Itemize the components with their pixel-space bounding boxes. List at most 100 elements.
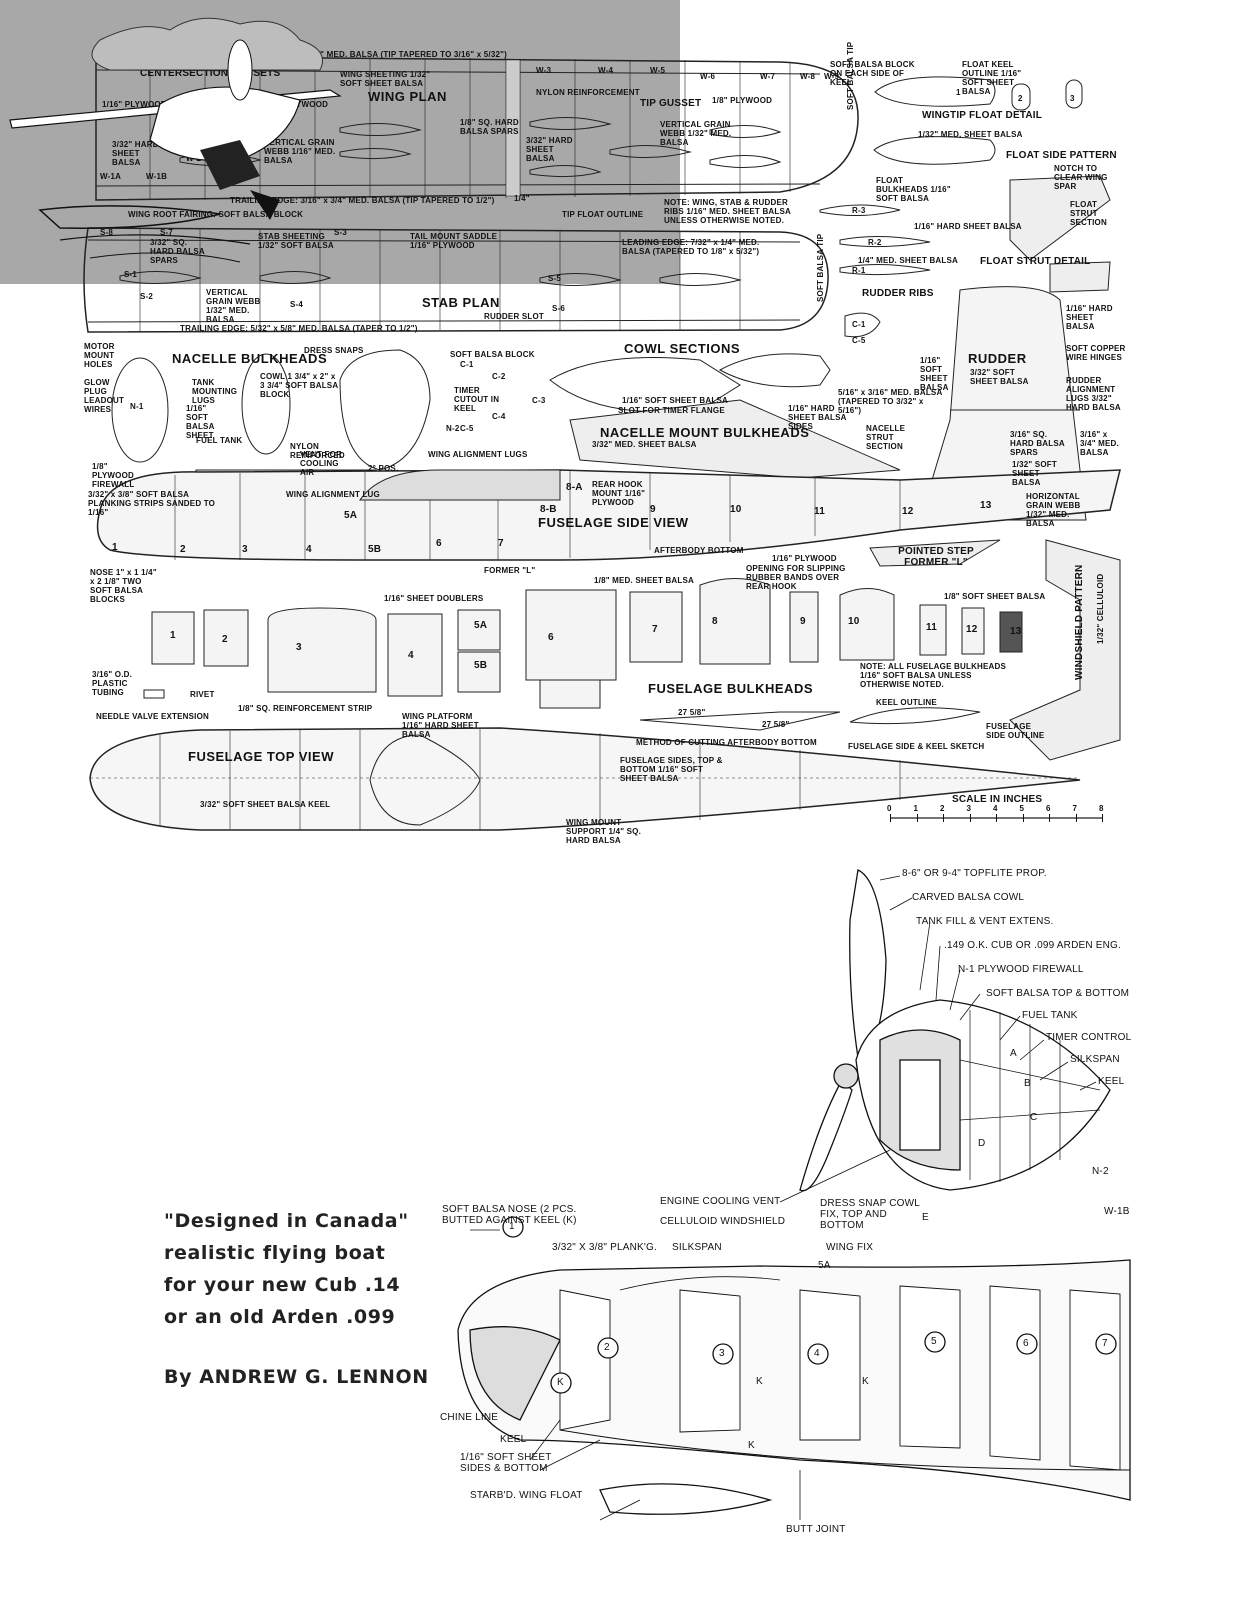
doublers-label: 1/16" SHEET DOUBLERS [384,594,484,603]
tank-lugs-label: TANK MOUNTING LUGS [192,378,238,405]
cowl-soft-sheet-label: 1/16" SOFT SHEET BALSA [622,396,728,405]
side-num-11: 10 [730,504,742,515]
timer-slot-label: SLOT FOR TIMER FLANGE [618,406,725,415]
side-num-4: 5A [344,510,358,521]
wing-leading-edge-label: LEADING EDGE: 5/16" x 1/4" MED. BALSA (T… [210,50,507,59]
wing-alignment-lugs-label: WING ALIGNMENT LUGS [428,450,528,459]
rudder-ribs-title: RUDDER RIBS [862,288,934,299]
scale-tick [916,814,918,822]
needle-valve-label: NEEDLE VALVE EXTENSION [96,712,210,721]
float-num-3: 3 [1070,94,1075,103]
stab-sheeting-label: STAB SHEETING 1/32" SOFT BALSA [258,232,334,250]
tip-gusset-label: TIP GUSSET [640,98,702,109]
rudder-spar-label: 5/16" x 3/16" MED. BALSA (TAPERED TO 3/3… [838,388,943,415]
cutaway-callout: 1/16" SOFT SHEET SIDES & BOTTOM [460,1452,552,1474]
stab-plan-outline [83,227,829,333]
cowl-c-0: C-1 [460,360,474,369]
dim-a-label: 27 5/8" [678,708,706,717]
cutaway-letter: C [1030,1112,1038,1123]
rear-hook-label: REAR HOOK MOUNT 1/16" PLYWOOD [592,480,646,507]
side-num-2: 3 [242,544,248,555]
bulkhead-num-10: 10 [848,616,860,627]
scale-tick [1022,814,1024,822]
rudder-sheet2-label: 1/32" SOFT SHEET BALSA [1012,460,1057,487]
wing-rib-6: W-7 [760,72,776,81]
float-num-1: 1 [956,88,961,97]
rudder-rib-r1: R-1 [852,266,866,275]
flying-boat-illustration [9,17,342,263]
cutaway-letter: K [756,1376,763,1387]
vert-grain-label: VERTICAL GRAIN WEBB 1/16" MED. BALSA [264,138,336,165]
scale-tick-label: 5 [1019,804,1025,813]
scale-tick-label: 8 [1099,804,1104,813]
rudder-outline [919,286,1087,521]
rudder-hard-sheet-label: 1/16" HARD SHEET BALSA [1066,304,1113,331]
cutaway-callout: 3/32" X 3/8" PLANK'G. [552,1242,657,1253]
hero-panel [0,0,680,284]
cutaway-letter: 5A [818,1260,831,1271]
dress-snaps-label: DRESS SNAPS [304,346,364,355]
fuselage-top-outline [89,727,1081,831]
side-outline-label: FUSELAGE SIDE OUTLINE [986,722,1045,740]
hard-sides-label: 1/16" HARD SHEET BALSA SIDES [788,404,847,431]
side-num-14: 13 [980,500,992,511]
reinforcement-strip-label: 1/8" SQ. REINFORCEMENT STRIP [238,704,373,713]
wing-rib-9: W-1B [146,172,168,181]
bulkhead-num-2: 3 [296,642,302,653]
opening-label: OPENING FOR SLIPPING RUBBER BANDS OVER R… [746,564,846,591]
glow-plug-label: GLOW PLUG LEADOUT WIRES [84,378,125,414]
rudder-c5: C-5 [852,336,866,345]
tagline-1: "Designed in Canada" [164,1210,409,1232]
cutaway-letter: N-2 [1092,1166,1109,1177]
dim-b-label: 27 5/8" [762,720,790,729]
nacelle-mount-bulkheads-title: NACELLE MOUNT BULKHEADS [600,425,810,440]
vert-grain-label-2: VERTICAL GRAIN WEBB 1/32" MED. BALSA [660,120,732,147]
cutaway-callout: .149 O.K. CUB OR .099 ARDEN ENG. [944,940,1122,951]
cutaway-callout: CARVED BALSA COWL [912,892,1025,903]
scale-tick-label: 1 [913,804,919,813]
cutting-method-label: METHOD OF CUTTING AFTERBODY BOTTOM [636,738,817,747]
plywood-label-3: 1/8" PLYWOOD [712,96,773,105]
float-num-2: 2 [1018,94,1023,103]
hard-sheet-label-2: 3/32" HARD SHEET BALSA [526,136,573,163]
cutaway-letter: K [748,1440,755,1451]
rudder-title: RUDDER [968,351,1027,366]
wing-rib-3: W-4 [598,66,614,75]
fuselage-sides-label: FUSELAGE SIDES, TOP & BOTTOM 1/16" SOFT … [620,756,723,783]
cutaway-callout: KEEL [500,1434,527,1445]
scale-tick-label: 0 [887,804,892,813]
cowl-c-4: C-5 [460,424,474,433]
cowl-c-1: C-2 [492,372,506,381]
hard-sheet-label: 3/32" HARD SHEET BALSA [112,140,159,167]
scale-tick [890,814,891,822]
tagline-4: or an old Arden .099 [164,1306,396,1328]
stab-trailing-edge-label: TRAILING EDGE: 5/32" x 5/8" MED. BALSA (… [180,324,418,333]
stab-spars-label: 3/32" SQ. HARD BALSA SPARS [150,238,205,265]
cowl-label: COWL 1 3/4" x 2" x 3 3/4" SOFT BALSA BLO… [260,372,339,399]
nacelle-n2: N-2 [446,424,460,433]
side-num-3: 4 [306,544,312,555]
fuselage-soft-sheet-label: 1/8" SOFT SHEET BALSA [944,592,1046,601]
mount-med-sheet-label: 3/32" MED. SHEET BALSA [592,440,697,449]
cutaway-callout: FUEL TANK [1022,1010,1078,1021]
rudder-slot-label: RUDDER SLOT [484,312,544,321]
scale-title: SCALE IN INCHES [952,794,1043,805]
motor-holes-label: MOTOR MOUNT HOLES [84,342,115,369]
float-keel-outline [874,76,996,107]
float-block-label: SOFT BALSA BLOCK ON EACH SIDE OF KEEL [830,60,915,87]
timer-cutout-label: TIMER CUTOUT IN KEEL [454,386,500,413]
wing-rib-2: W-3 [536,66,552,75]
side-num-1: 2 [180,544,186,555]
scale-tick-label: 2 [940,804,945,813]
side-num-8: 8-A [566,482,583,493]
nylon-reinforcement-label: NYLON REINFORCEMENT [536,88,640,97]
side-num-10: 9 [650,504,656,515]
side-num-13: 12 [902,506,914,517]
circled-marker: 6 [1023,1338,1029,1349]
cutaway-letter: K [862,1376,869,1387]
float-hard-sheet-label: 1/16" HARD SHEET BALSA [914,222,1022,231]
strut-section-label: FLOAT STRUT SECTION [1070,200,1107,227]
scale-tick [969,814,971,822]
keel-outline-label: KEEL OUTLINE [876,698,937,707]
